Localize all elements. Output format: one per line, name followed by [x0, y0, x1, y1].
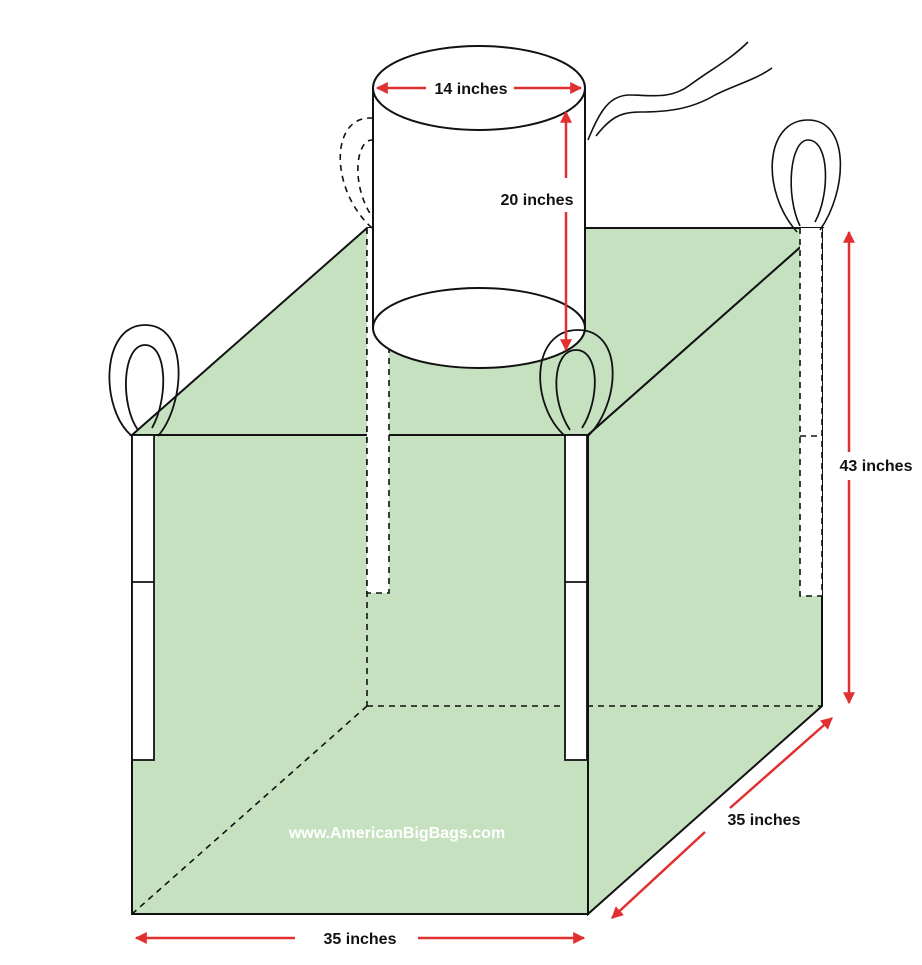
label-spout-height: 20 inches: [501, 192, 574, 209]
front-face: [131, 434, 589, 915]
label-depth: 35 inches: [728, 812, 801, 829]
top-spout: [372, 45, 586, 369]
label-width: 35 inches: [324, 931, 397, 948]
watermark-text: www.AmericanBigBags.com: [288, 825, 505, 842]
label-spout-diameter: 14 inches: [435, 81, 508, 98]
front-left-strap: [108, 324, 180, 761]
dimension-arrow-icon: [611, 831, 706, 919]
front-right-strap: [539, 329, 614, 761]
dimension-arrow-icon: [729, 717, 833, 809]
tie-string-icon: [587, 41, 773, 141]
lift-loop-icon: [108, 324, 180, 437]
lift-loop-icon: [339, 117, 407, 229]
back-right-strap: [771, 119, 842, 597]
lift-loop-icon: [539, 329, 614, 437]
lift-loop-icon: [771, 119, 842, 233]
dimension-arrows: [134, 82, 855, 944]
label-height: 43 inches: [840, 458, 913, 475]
